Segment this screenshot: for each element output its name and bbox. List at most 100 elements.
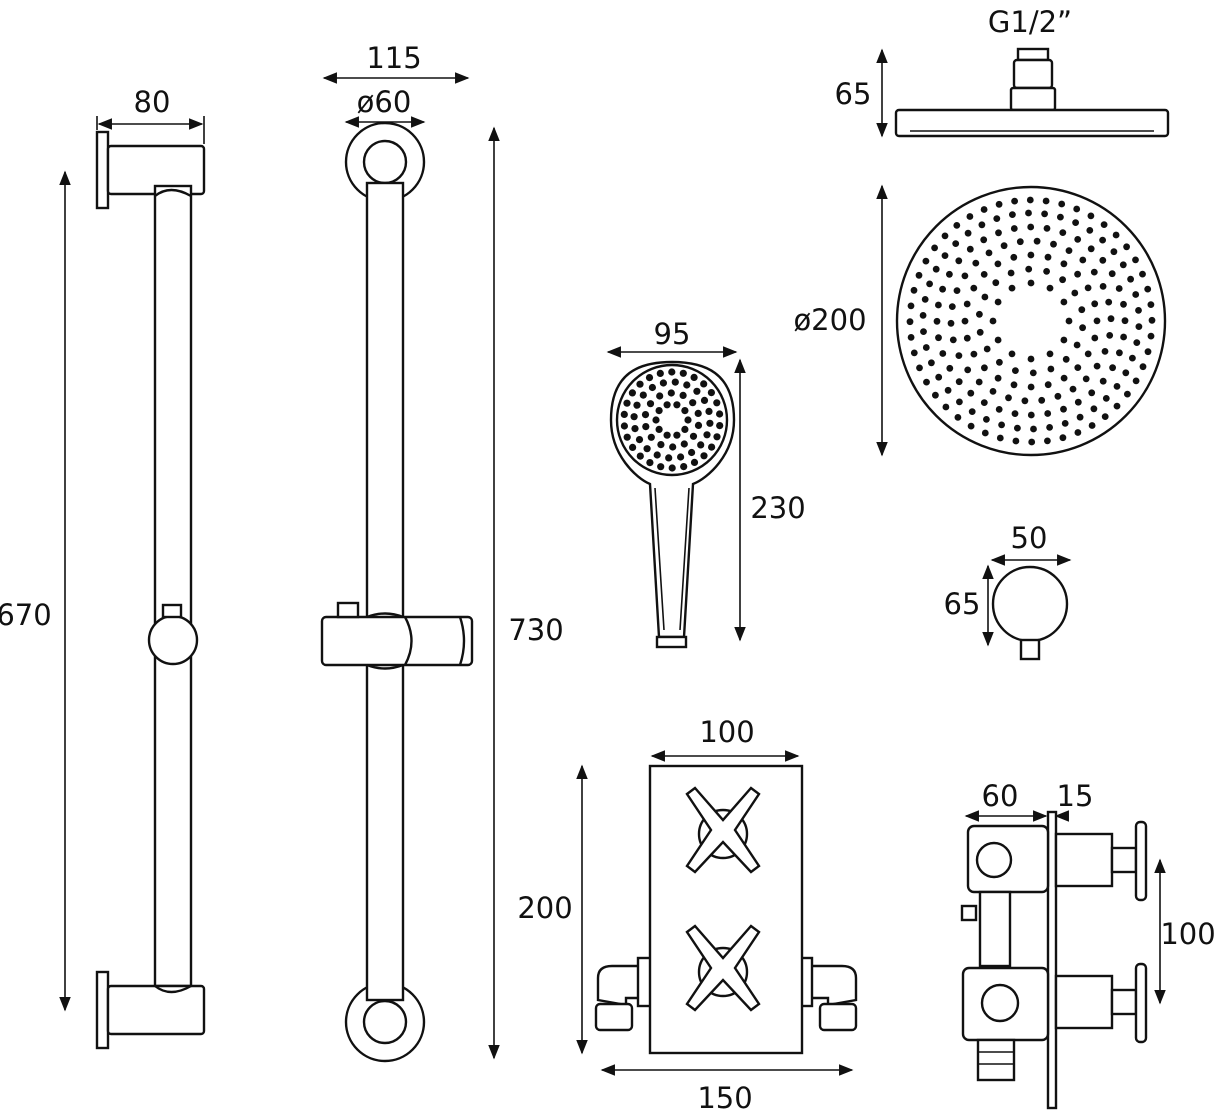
nozzle-dot [1088,422,1096,429]
nozzle-dot [1147,332,1155,340]
valve-front-view [594,764,858,1055]
nozzle-dot [1099,283,1107,290]
nozzle-dot [1014,424,1021,432]
nozzle-dot [1121,317,1129,325]
nozzle-dot [981,293,989,301]
rail-top-wall-plate [95,130,110,210]
nozzle-dot [703,431,711,439]
nozzle-dot [1074,398,1082,406]
nozzle-dot [1088,389,1096,397]
nozzle-dot [1046,350,1054,358]
nozzle-dot [994,298,1002,306]
nozzle-dot [1105,298,1113,306]
nozzle-dot [906,318,914,326]
nozzle-dot [946,270,953,278]
nozzle-dot [635,436,644,444]
nozzle-dot [1076,413,1084,421]
nozzle-dot [1030,425,1037,433]
nozzle-dot [1043,268,1050,275]
nozzle-dot [955,378,963,386]
nozzle-dot [647,433,655,441]
nozzle-dot [1010,253,1018,261]
nozzle-dot [653,451,661,459]
nozzle-dot [1025,265,1033,273]
nozzle-dot [1044,253,1052,261]
nozzle-dot [1028,438,1036,446]
nozzle-dot [948,303,956,310]
nozzle-dot [1029,369,1037,377]
nozzle-dot [707,389,716,397]
nozzle-dot [1010,225,1018,232]
nozzle-dot [983,416,990,423]
valve-left-nut [594,1002,634,1032]
nozzle-dot [713,399,721,407]
valve-lower-spindle [1054,974,1114,1030]
nozzle-dot [697,441,705,449]
nozzle-dot [1005,394,1012,402]
nozzle-dot [684,416,692,424]
nozzle-dot [907,334,915,341]
nozzle-dot [663,431,671,439]
nozzle-dot [1011,197,1018,205]
nozzle-dot [1122,369,1130,377]
nozzle-dot [953,287,961,294]
nozzle-dot [1115,285,1123,292]
nozzle-dot [955,257,963,265]
nozzle-dot [642,423,650,431]
nozzle-dot [992,279,1000,287]
nozzle-dot [1090,405,1098,413]
nozzle-dot [673,401,681,409]
nozzle-dot [1148,316,1156,324]
nozzle-dot [1082,375,1090,383]
nozzle-dot [1057,213,1064,221]
nozzle-dot [968,408,976,415]
nozzle-dot [1059,229,1067,237]
nozzle-dot [922,344,930,351]
nozzle-dot [933,317,941,325]
nozzle-dot [623,399,631,407]
valve-upper-spindle [1054,832,1114,888]
nozzle-dot [681,425,689,433]
dim-valve-plate-height: 200 [517,891,572,925]
nozzle-dot [1090,268,1098,276]
overhead-head-side [894,47,1170,138]
nozzle-dot [671,378,679,386]
nozzle-dot [1133,339,1141,346]
nozzle-dot [954,414,962,421]
nozzle-dot [681,407,689,415]
nozzle-dot [916,364,923,372]
nozzle-dot [694,421,703,429]
nozzle-dot [1113,383,1121,390]
rail-front-tube [365,181,405,1002]
nozzle-dot [1079,324,1086,332]
hand-shower-connector [655,635,688,649]
nozzle-dot [1038,396,1046,404]
nozzle-dot [705,407,713,415]
nozzle-dot [700,452,708,460]
nozzle-dot [981,429,989,437]
nozzle-dot [1044,381,1052,389]
nozzle-dot [1087,245,1095,253]
rail-bottom-wall-plate [95,970,110,1050]
dim-outlet-width: 50 [1011,521,1048,555]
nozzle-dot [631,425,639,433]
overhead-head-front [895,185,1167,457]
nozzle-dot [1123,243,1130,251]
nozzle-dot [1106,332,1114,339]
valve-outlet-nut [976,1038,1016,1082]
nozzle-dot [1086,227,1094,234]
nozzle-dot [931,244,938,252]
head-nozzles [906,196,1156,446]
nozzle-dot [1071,289,1079,297]
valve-upper-body [966,824,1050,894]
valve-upper-shaft [1110,846,1138,874]
nozzle-dot [932,265,940,273]
dim-valve-body-depth: 60 [982,779,1019,813]
nozzle-dot [1109,364,1116,372]
rail-front-slider-knob [336,601,360,619]
rail-side-tube [153,184,193,988]
nozzle-dot [1099,256,1107,264]
nozzle-dot [922,257,930,265]
nozzle-dot [935,301,942,309]
